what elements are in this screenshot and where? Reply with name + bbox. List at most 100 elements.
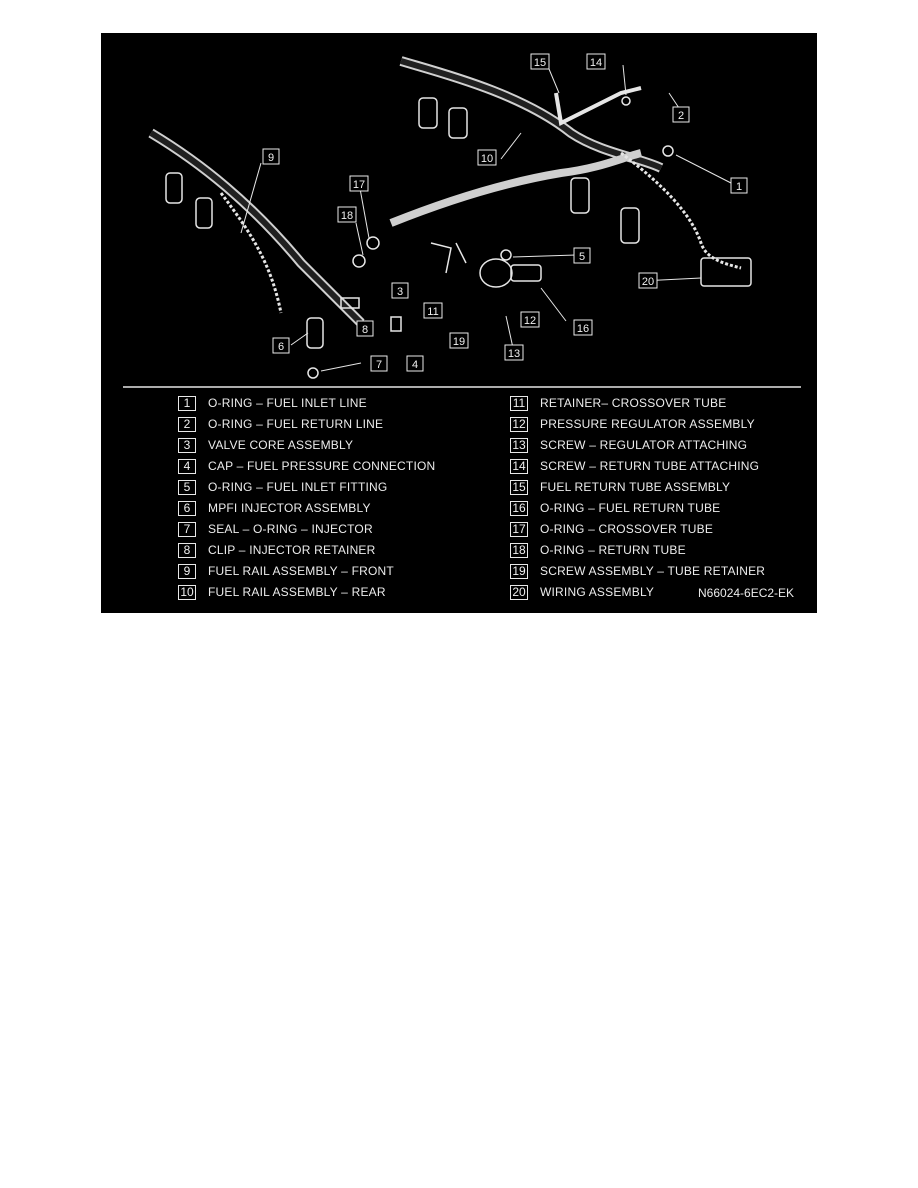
callout-11: 11 <box>423 302 443 319</box>
svg-text:15: 15 <box>534 57 546 69</box>
svg-text:1: 1 <box>736 181 742 193</box>
legend-item: 12 PRESSURE REGULATOR ASSEMBLY <box>510 415 755 433</box>
legend-item: 4 CAP – FUEL PRESSURE CONNECTION <box>178 457 435 475</box>
legend-item: 2 O-RING – FUEL RETURN LINE <box>178 415 383 433</box>
legend-number: 18 <box>510 542 528 558</box>
legend-item: 13 SCREW – REGULATOR ATTACHING <box>510 436 747 454</box>
legend-label: FUEL RETURN TUBE ASSEMBLY <box>540 480 731 494</box>
callouts: 1 2 3 4 5 6 7 8 9 10 11 12 13 14 15 16 1… <box>262 53 748 372</box>
legend-item: 1 O-RING – FUEL INLET LINE <box>178 394 367 412</box>
legend-label: O-RING – FUEL RETURN TUBE <box>540 501 721 515</box>
svg-text:2: 2 <box>678 110 684 122</box>
legend-number: 8 <box>178 542 196 558</box>
svg-text:5: 5 <box>579 251 585 263</box>
legend-label: FUEL RAIL ASSEMBLY – REAR <box>208 585 386 599</box>
legend-number: 1 <box>178 395 196 411</box>
legend-label: SCREW – RETURN TUBE ATTACHING <box>540 459 760 473</box>
legend-label: VALVE CORE ASSEMBLY <box>208 438 354 452</box>
legend-item: 7 SEAL – O-RING – INJECTOR <box>178 520 373 538</box>
fuel-rail-exploded-view: 1 2 3 4 5 6 7 8 9 10 11 12 13 14 15 16 1… <box>123 53 801 388</box>
callout-19: 19 <box>449 332 469 349</box>
callout-18: 18 <box>337 206 357 223</box>
legend-item: 18 O-RING – RETURN TUBE <box>510 541 686 559</box>
callout-4: 4 <box>406 355 424 372</box>
callout-6: 6 <box>272 337 290 354</box>
legend-item: 15 FUEL RETURN TUBE ASSEMBLY <box>510 478 730 496</box>
legend-number: 3 <box>178 437 196 453</box>
legend-number: 19 <box>510 563 528 579</box>
svg-text:8: 8 <box>362 324 368 336</box>
legend-number: 11 <box>510 395 528 411</box>
legend-number: 15 <box>510 479 528 495</box>
legend-label: CLIP – INJECTOR RETAINER <box>208 543 376 557</box>
legend-item: 16 O-RING – FUEL RETURN TUBE <box>510 499 720 517</box>
callout-20: 20 <box>638 272 658 289</box>
svg-text:4: 4 <box>412 359 418 371</box>
line-art <box>148 56 752 379</box>
svg-text:9: 9 <box>268 152 274 164</box>
legend-number: 7 <box>178 521 196 537</box>
legend-label: WIRING ASSEMBLY <box>540 585 655 599</box>
legend-label: SEAL – O-RING – INJECTOR <box>208 522 373 536</box>
callout-15: 15 <box>530 53 550 70</box>
legend-item: 9 FUEL RAIL ASSEMBLY – FRONT <box>178 562 394 580</box>
legend-label: O-RING – RETURN TUBE <box>540 543 686 557</box>
callout-17: 17 <box>349 175 369 192</box>
svg-text:16: 16 <box>577 323 589 335</box>
legend-number: 17 <box>510 521 528 537</box>
legend-item: 14 SCREW – RETURN TUBE ATTACHING <box>510 457 759 475</box>
callout-12: 12 <box>520 311 540 328</box>
callout-1: 1 <box>730 177 748 194</box>
legend-label: O-RING – FUEL RETURN LINE <box>208 417 384 431</box>
callout-13: 13 <box>504 344 524 361</box>
svg-text:12: 12 <box>524 315 536 327</box>
svg-text:10: 10 <box>481 153 493 165</box>
callout-2: 2 <box>672 106 690 123</box>
callout-14: 14 <box>586 53 606 70</box>
legend-number: 13 <box>510 437 528 453</box>
svg-text:18: 18 <box>341 210 353 222</box>
legend-label: FUEL RAIL ASSEMBLY – FRONT <box>208 564 394 578</box>
callout-10: 10 <box>477 149 497 166</box>
callout-16: 16 <box>573 319 593 336</box>
legend-number: 12 <box>510 416 528 432</box>
legend-number: 4 <box>178 458 196 474</box>
callout-8: 8 <box>356 320 374 337</box>
legend-number: 5 <box>178 479 196 495</box>
legend-item: 20 WIRING ASSEMBLY <box>510 583 654 601</box>
callout-7: 7 <box>370 355 388 372</box>
legend-number: 10 <box>178 584 196 600</box>
legend-number: 14 <box>510 458 528 474</box>
legend-number: 2 <box>178 416 196 432</box>
legend-label: O-RING – FUEL INLET FITTING <box>208 480 388 494</box>
callout-5: 5 <box>573 247 591 264</box>
legend-item: 10 FUEL RAIL ASSEMBLY – REAR <box>178 583 386 601</box>
legend-item: 8 CLIP – INJECTOR RETAINER <box>178 541 376 559</box>
svg-text:14: 14 <box>590 57 602 69</box>
callout-9: 9 <box>262 148 280 165</box>
svg-text:7: 7 <box>376 359 382 371</box>
diagram-frame: 1 2 3 4 5 6 7 8 9 10 11 12 13 14 15 16 1… <box>101 33 817 613</box>
legend-label: O-RING – FUEL INLET LINE <box>208 396 367 410</box>
svg-text:20: 20 <box>642 276 654 288</box>
reference-code: N66024-6EC2-EK <box>698 586 795 600</box>
legend-label: CAP – FUEL PRESSURE CONNECTION <box>208 459 436 473</box>
legend-label: O-RING – CROSSOVER TUBE <box>540 522 714 536</box>
svg-text:3: 3 <box>397 286 403 298</box>
legend-number: 20 <box>510 584 528 600</box>
svg-text:6: 6 <box>278 341 284 353</box>
legend-number: 9 <box>178 563 196 579</box>
legend-item: 5 O-RING – FUEL INLET FITTING <box>178 478 387 496</box>
svg-text:11: 11 <box>427 306 438 318</box>
legend-number: 16 <box>510 500 528 516</box>
svg-text:13: 13 <box>508 348 520 360</box>
legend-item: 17 O-RING – CROSSOVER TUBE <box>510 520 713 538</box>
legend-label: MPFI INJECTOR ASSEMBLY <box>208 501 371 515</box>
legend-item: 3 VALVE CORE ASSEMBLY <box>178 436 353 454</box>
legend-label: SCREW – REGULATOR ATTACHING <box>540 438 748 452</box>
svg-text:19: 19 <box>453 336 465 348</box>
callout-3: 3 <box>391 282 409 299</box>
legend-label: PRESSURE REGULATOR ASSEMBLY <box>540 417 755 431</box>
